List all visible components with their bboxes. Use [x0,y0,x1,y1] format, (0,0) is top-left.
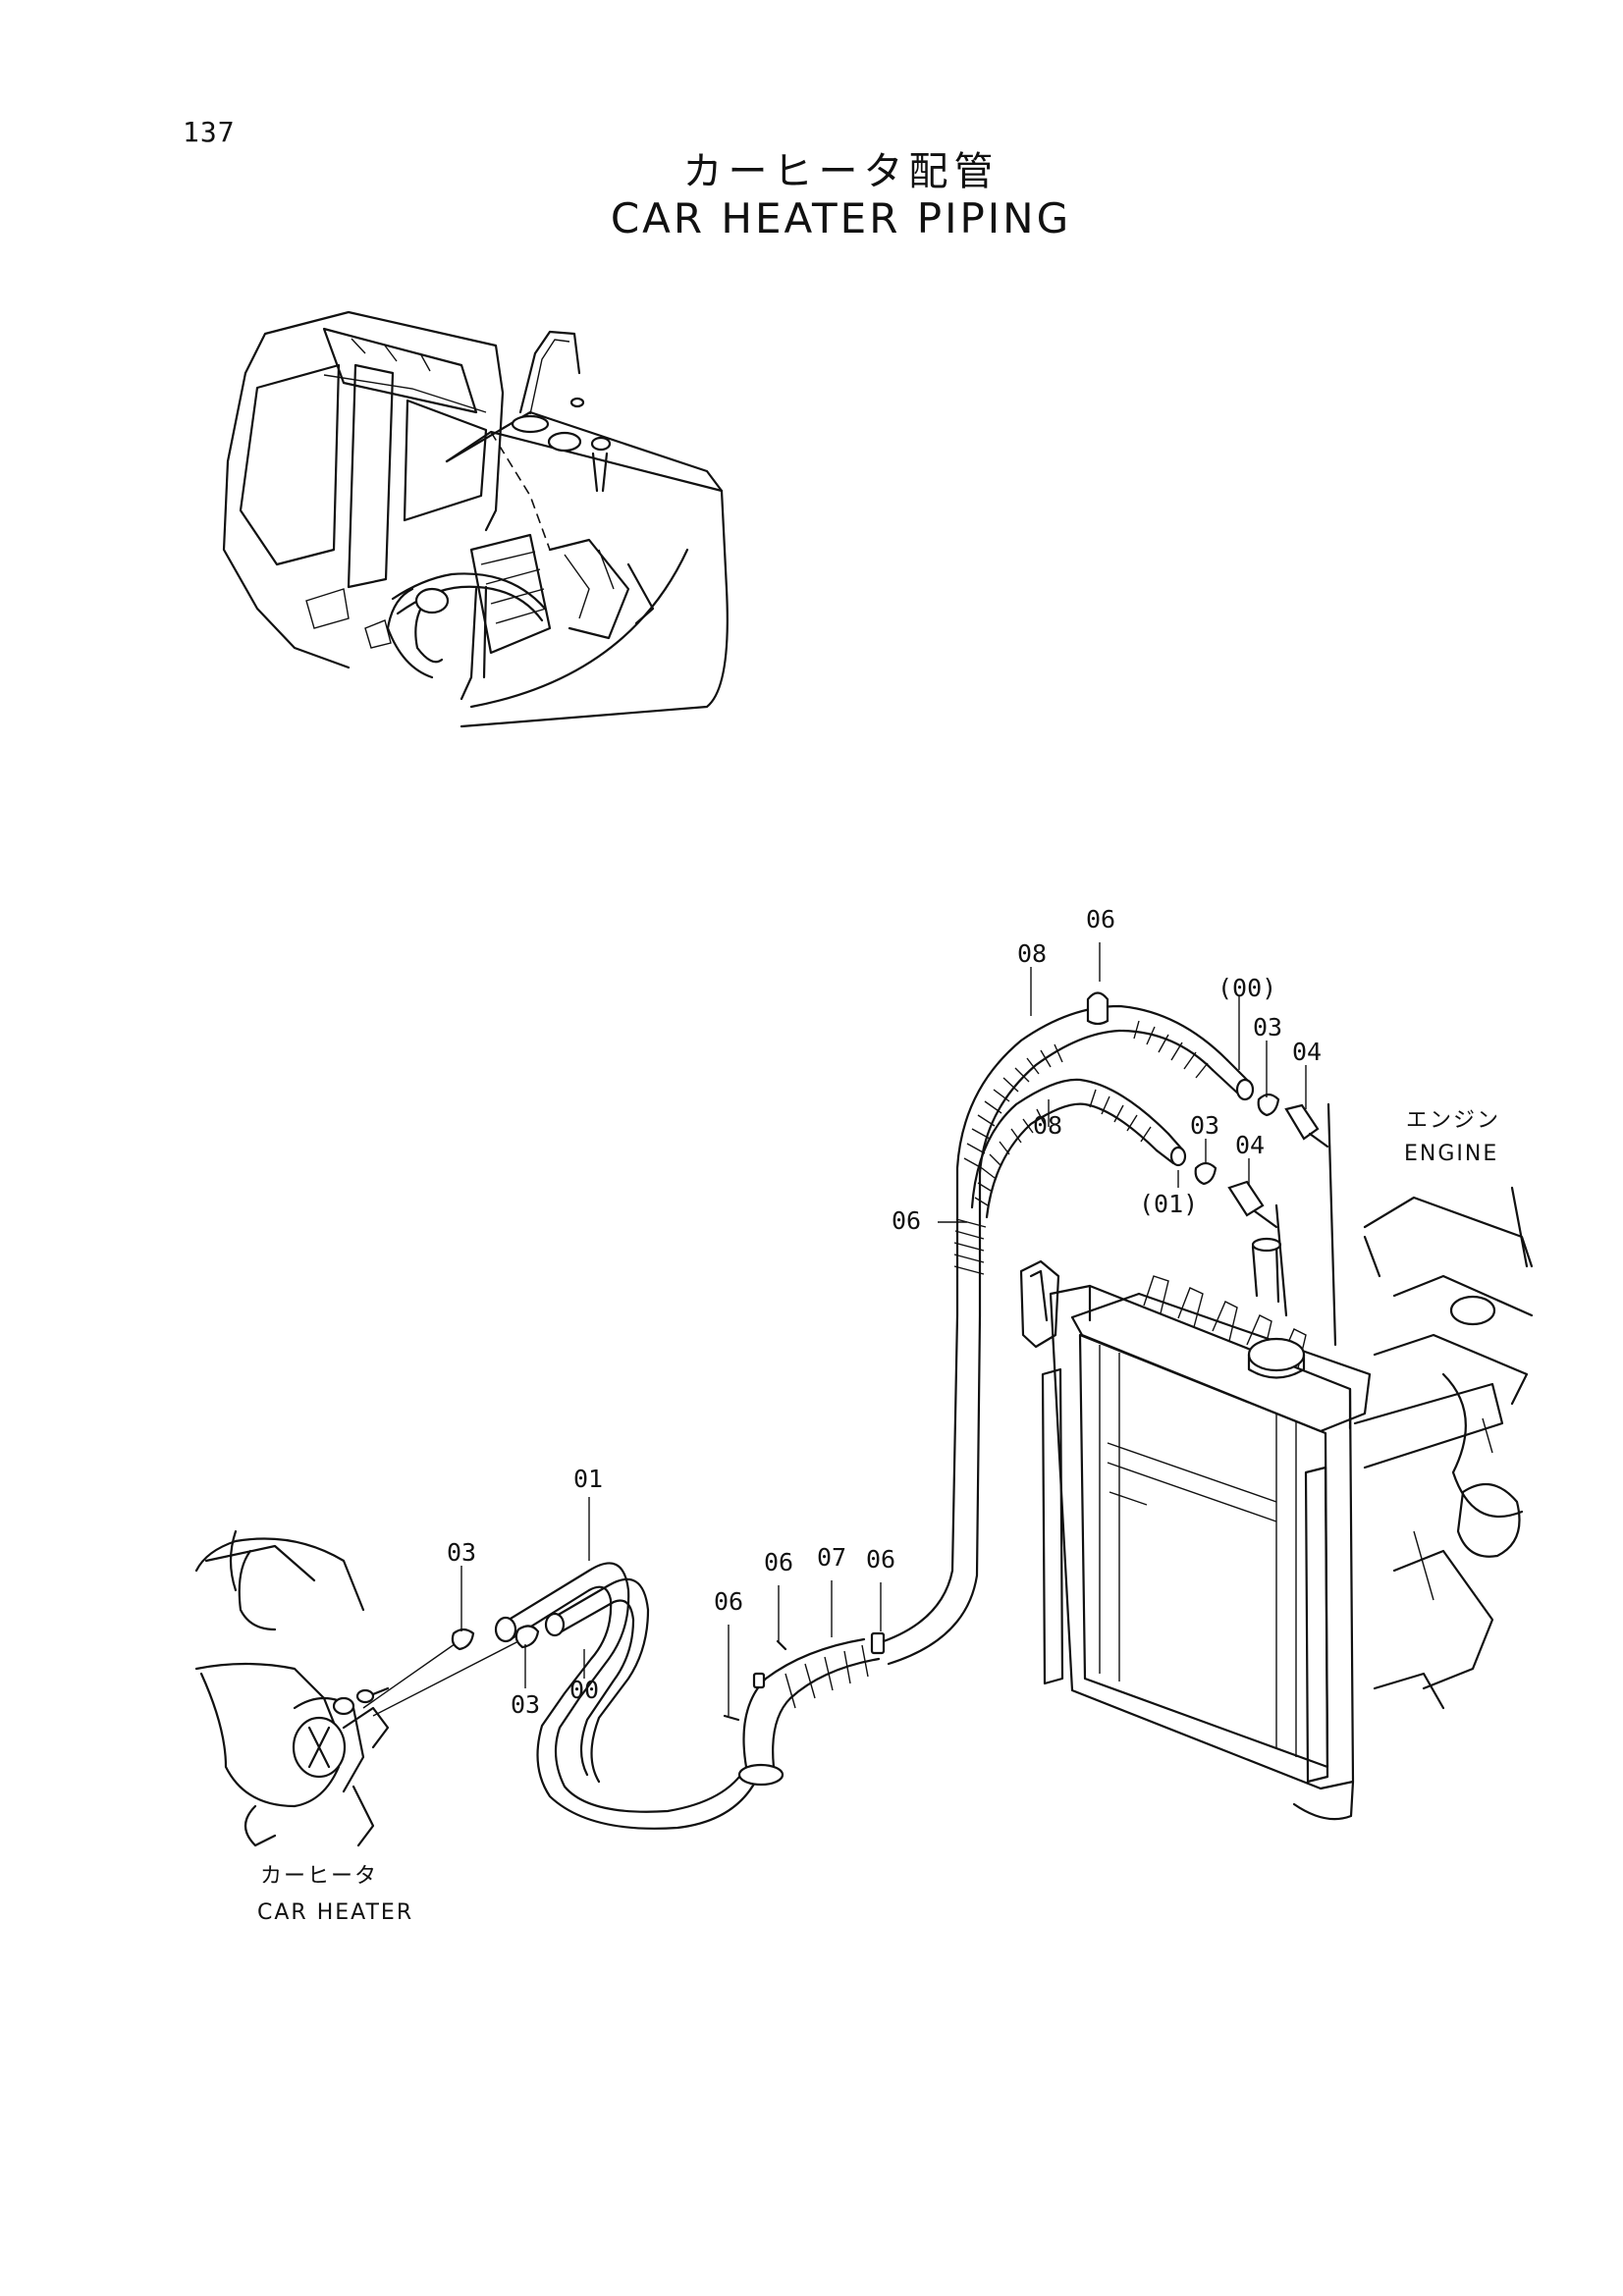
radiator-engine-illustration [1019,1102,1534,1821]
label-top-03: 03 [1253,1013,1282,1041]
label-mid-01: (01) [1139,1190,1198,1218]
caption-engine-english: ENGINE [1404,1142,1498,1166]
label-hose-07: 07 [817,1543,846,1572]
label-mid-08: 08 [1033,1111,1062,1140]
label-top-06: 06 [1086,905,1115,934]
component-captions: エンジン ENGINE カーヒータ CAR HEATER [257,1108,1500,1925]
page-title-english: CAR HEATER PIPING [610,194,1072,242]
label-clamp-03-upper: 03 [447,1538,476,1567]
label-clamp-06-c: 06 [866,1545,895,1574]
label-left-06: 06 [892,1206,921,1235]
page-title-japanese: カーヒータ配管 [682,149,1000,194]
excavator-overview-illustration [222,310,729,728]
caption-car-heater-english: CAR HEATER [257,1900,413,1925]
label-clamp-06-b: 06 [764,1548,793,1576]
caption-engine-japanese: エンジン [1406,1108,1500,1133]
caption-car-heater-japanese: カーヒータ [260,1864,378,1889]
label-clamp-06-a: 06 [714,1587,743,1616]
car-heater-unit-illustration [194,1529,390,1847]
label-top-04: 04 [1292,1038,1322,1066]
leader-lines [460,942,1307,1716]
label-mid-04: 04 [1235,1131,1265,1159]
label-hose-01: 01 [573,1465,603,1493]
heater-hoses [362,991,1329,1830]
page-number: 137 [183,116,236,148]
label-mid-03: 03 [1190,1111,1219,1140]
label-top-00: (00) [1217,974,1276,1002]
label-clamp-03-lower: 03 [511,1690,540,1719]
label-top-08: 08 [1017,939,1047,968]
label-hose-00: 00 [569,1676,599,1704]
part-number-labels: 06 08 (00) 03 04 08 03 04 (01) 06 01 03 … [447,905,1322,1719]
